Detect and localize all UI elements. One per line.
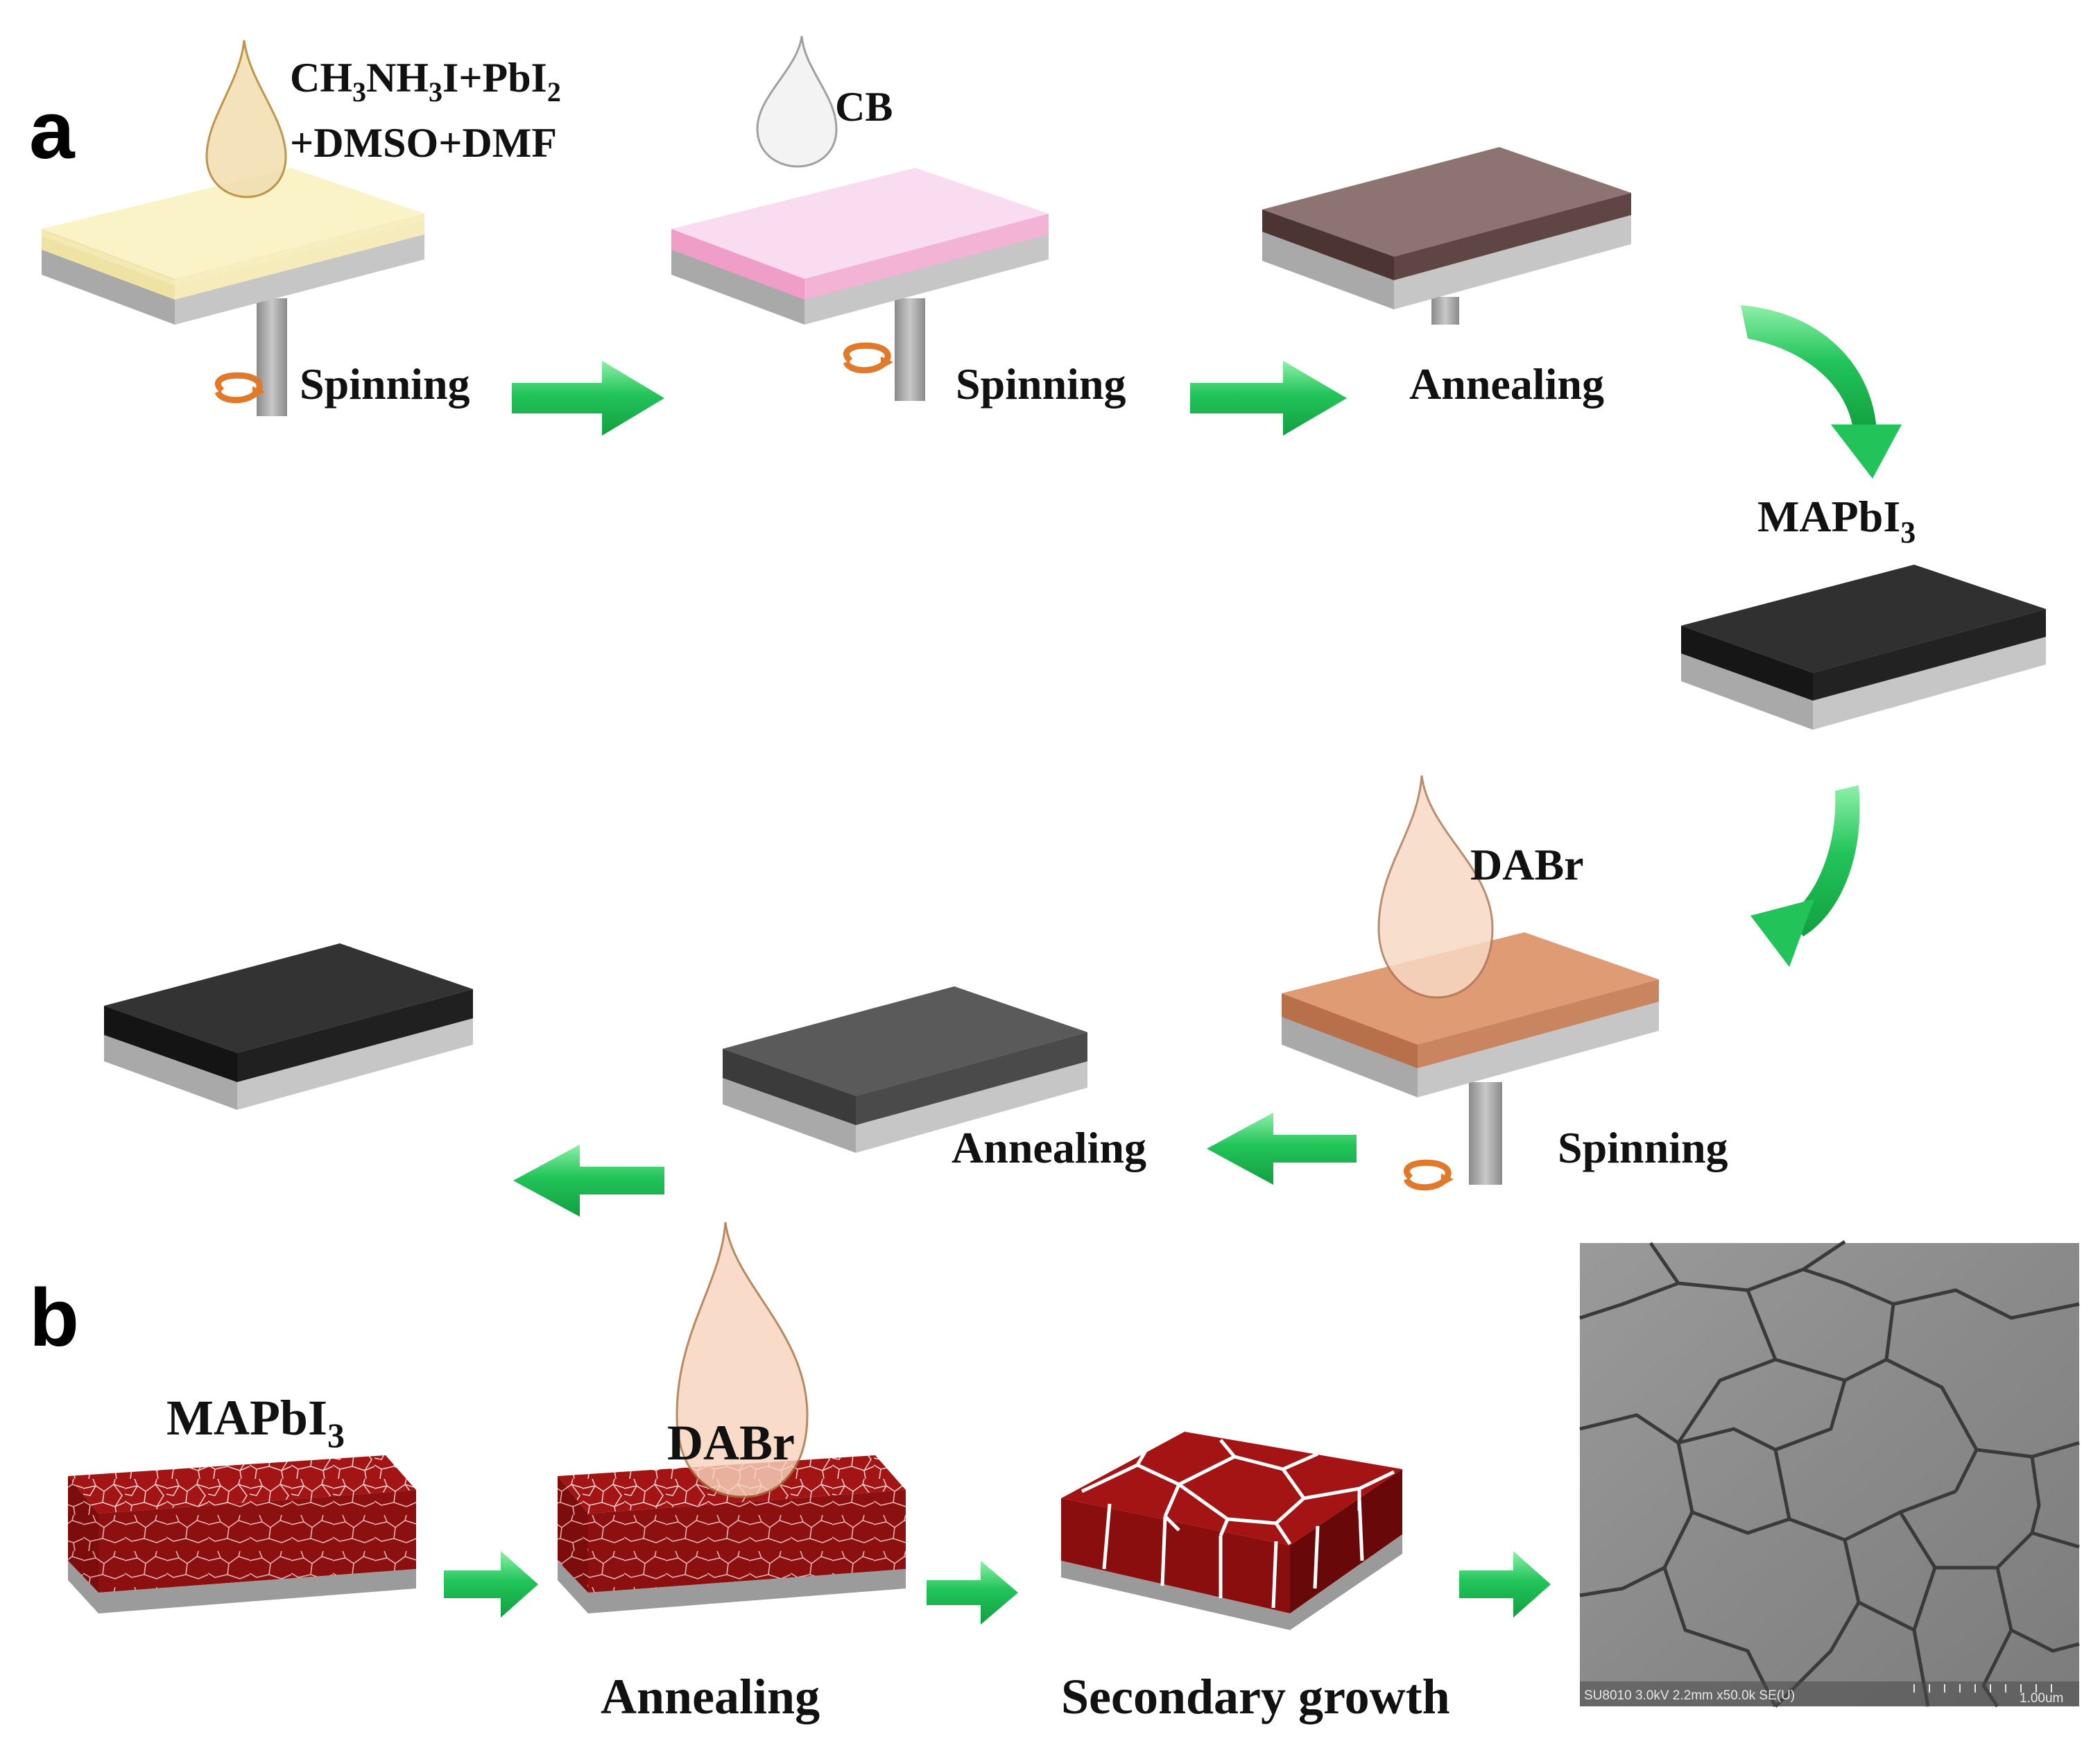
device-mapbi3-film: [1681, 565, 2046, 730]
arrow-right-icon: [1459, 1551, 1551, 1618]
arrow-left-icon: [1207, 1113, 1357, 1185]
droplet-precursor-icon: [205, 40, 287, 198]
panel-b-letter: b: [29, 1272, 79, 1364]
arrow-left-icon: [513, 1145, 664, 1217]
device-yellow-film: [42, 168, 424, 416]
label-precursor: CH3NH3I+PbI2 +DMSO+DMF: [290, 55, 561, 166]
device-gray-film: [723, 986, 1087, 1153]
arrow-right-icon: [512, 361, 664, 436]
label-annealing-b: Annealing: [601, 1669, 820, 1724]
device-copper-film: [1282, 932, 1659, 1185]
svg-text:CH3NH3I+PbI2: CH3NH3I+PbI2: [290, 55, 561, 108]
rotation-arrow-icon: [1403, 1159, 1454, 1191]
label-dabr-a: DABr: [1470, 840, 1584, 889]
sem-scale-bar: [1913, 1684, 2052, 1693]
sem-caption: SU8010 3.0kV 2.2mm x50.0k SE(U): [1584, 1688, 1795, 1703]
label-annealing-2: Annealing: [952, 1123, 1146, 1172]
droplet-dabr-icon: [1377, 775, 1494, 999]
droplet-cb-icon: [756, 35, 838, 168]
label-cb: CB: [835, 84, 893, 130]
label-spinning-2: Spinning: [956, 359, 1126, 409]
device-brown-film: [1262, 147, 1631, 325]
arrow-curved-down-icon: [1750, 785, 1860, 967]
device-pink-film: [671, 168, 1049, 401]
label-secondary-growth: Secondary growth: [1061, 1669, 1450, 1724]
crystal-block-small-grains: [68, 1455, 416, 1613]
label-dabr-b: DABr: [667, 1415, 795, 1471]
label-annealing-1: Annealing: [1409, 359, 1604, 409]
rotation-arrow-icon: [214, 372, 265, 404]
label-spinning-1: Spinning: [300, 359, 470, 409]
rotation-arrow-icon: [843, 342, 893, 374]
arrow-right-icon: [444, 1551, 538, 1618]
svg-text:+DMSO+DMF: +DMSO+DMF: [290, 120, 557, 166]
sem-scale-label: 1.00um: [2020, 1691, 2063, 1706]
label-spinning-3: Spinning: [1558, 1123, 1728, 1172]
droplet-dabr-icon: [675, 1222, 809, 1498]
panel-a-letter: a: [29, 85, 76, 176]
arrow-right-icon: [1190, 361, 1347, 436]
sem-micrograph: SU8010 3.0kV 2.2mm x50.0k SE(U) 1.00um: [1579, 1240, 2080, 1708]
label-mapbi3-b: MAPbI3: [166, 1390, 345, 1455]
label-mapbi3-a: MAPbI3: [1757, 492, 1916, 549]
arrow-curved-down-icon: [1741, 305, 1902, 479]
crystal-block-large-grains: [1061, 1432, 1402, 1630]
arrow-right-icon: [927, 1561, 1018, 1625]
device-final-film: [104, 943, 473, 1110]
